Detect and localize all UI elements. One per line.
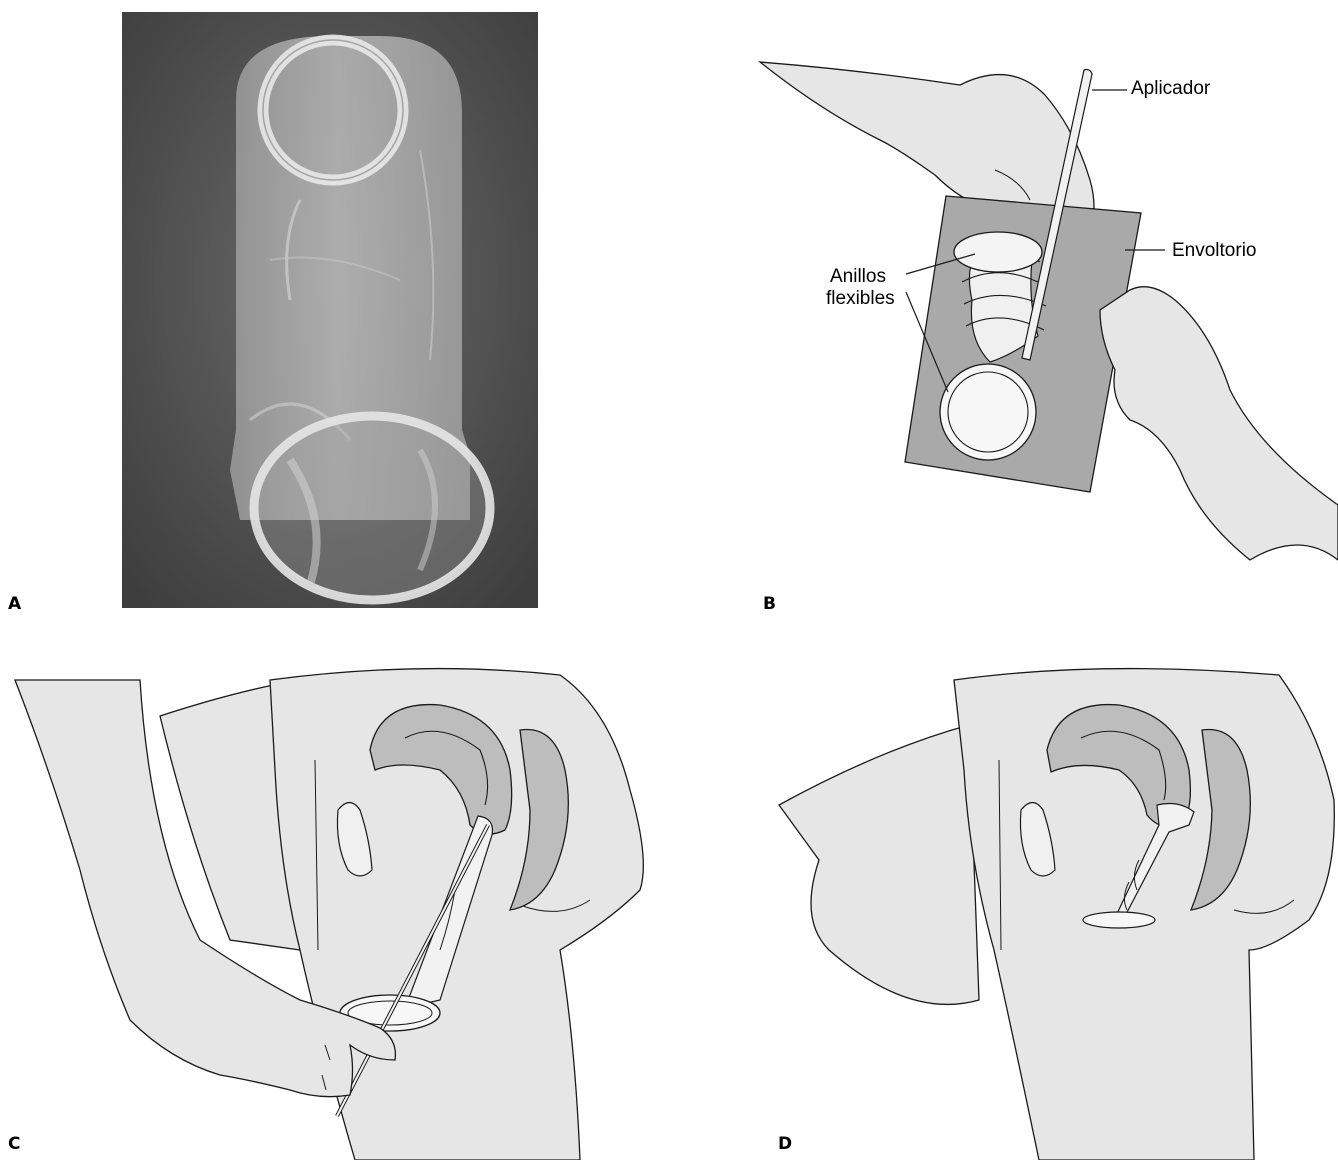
label-envoltorio: Envoltorio	[1172, 240, 1257, 262]
panel-letter: B	[763, 594, 776, 614]
panel-c: C	[0, 620, 669, 1160]
outer-ring	[1083, 912, 1155, 928]
insertion-illustration	[0, 620, 669, 1160]
panel-letter: C	[8, 1134, 20, 1154]
label-aplicador: Aplicador	[1131, 78, 1210, 100]
in-place-illustration	[669, 620, 1338, 1160]
bottom-ring	[940, 364, 1036, 460]
panel-d: D	[669, 620, 1338, 1160]
panel-b: Aplicador Envoltorio Anillos flexibles B	[0, 0, 1338, 620]
panel-letter: D	[778, 1134, 792, 1154]
label-flexibles: flexibles	[826, 288, 895, 310]
top-ring	[954, 232, 1042, 272]
lower-hand	[1100, 287, 1338, 560]
label-anillos: Anillos	[830, 266, 886, 288]
